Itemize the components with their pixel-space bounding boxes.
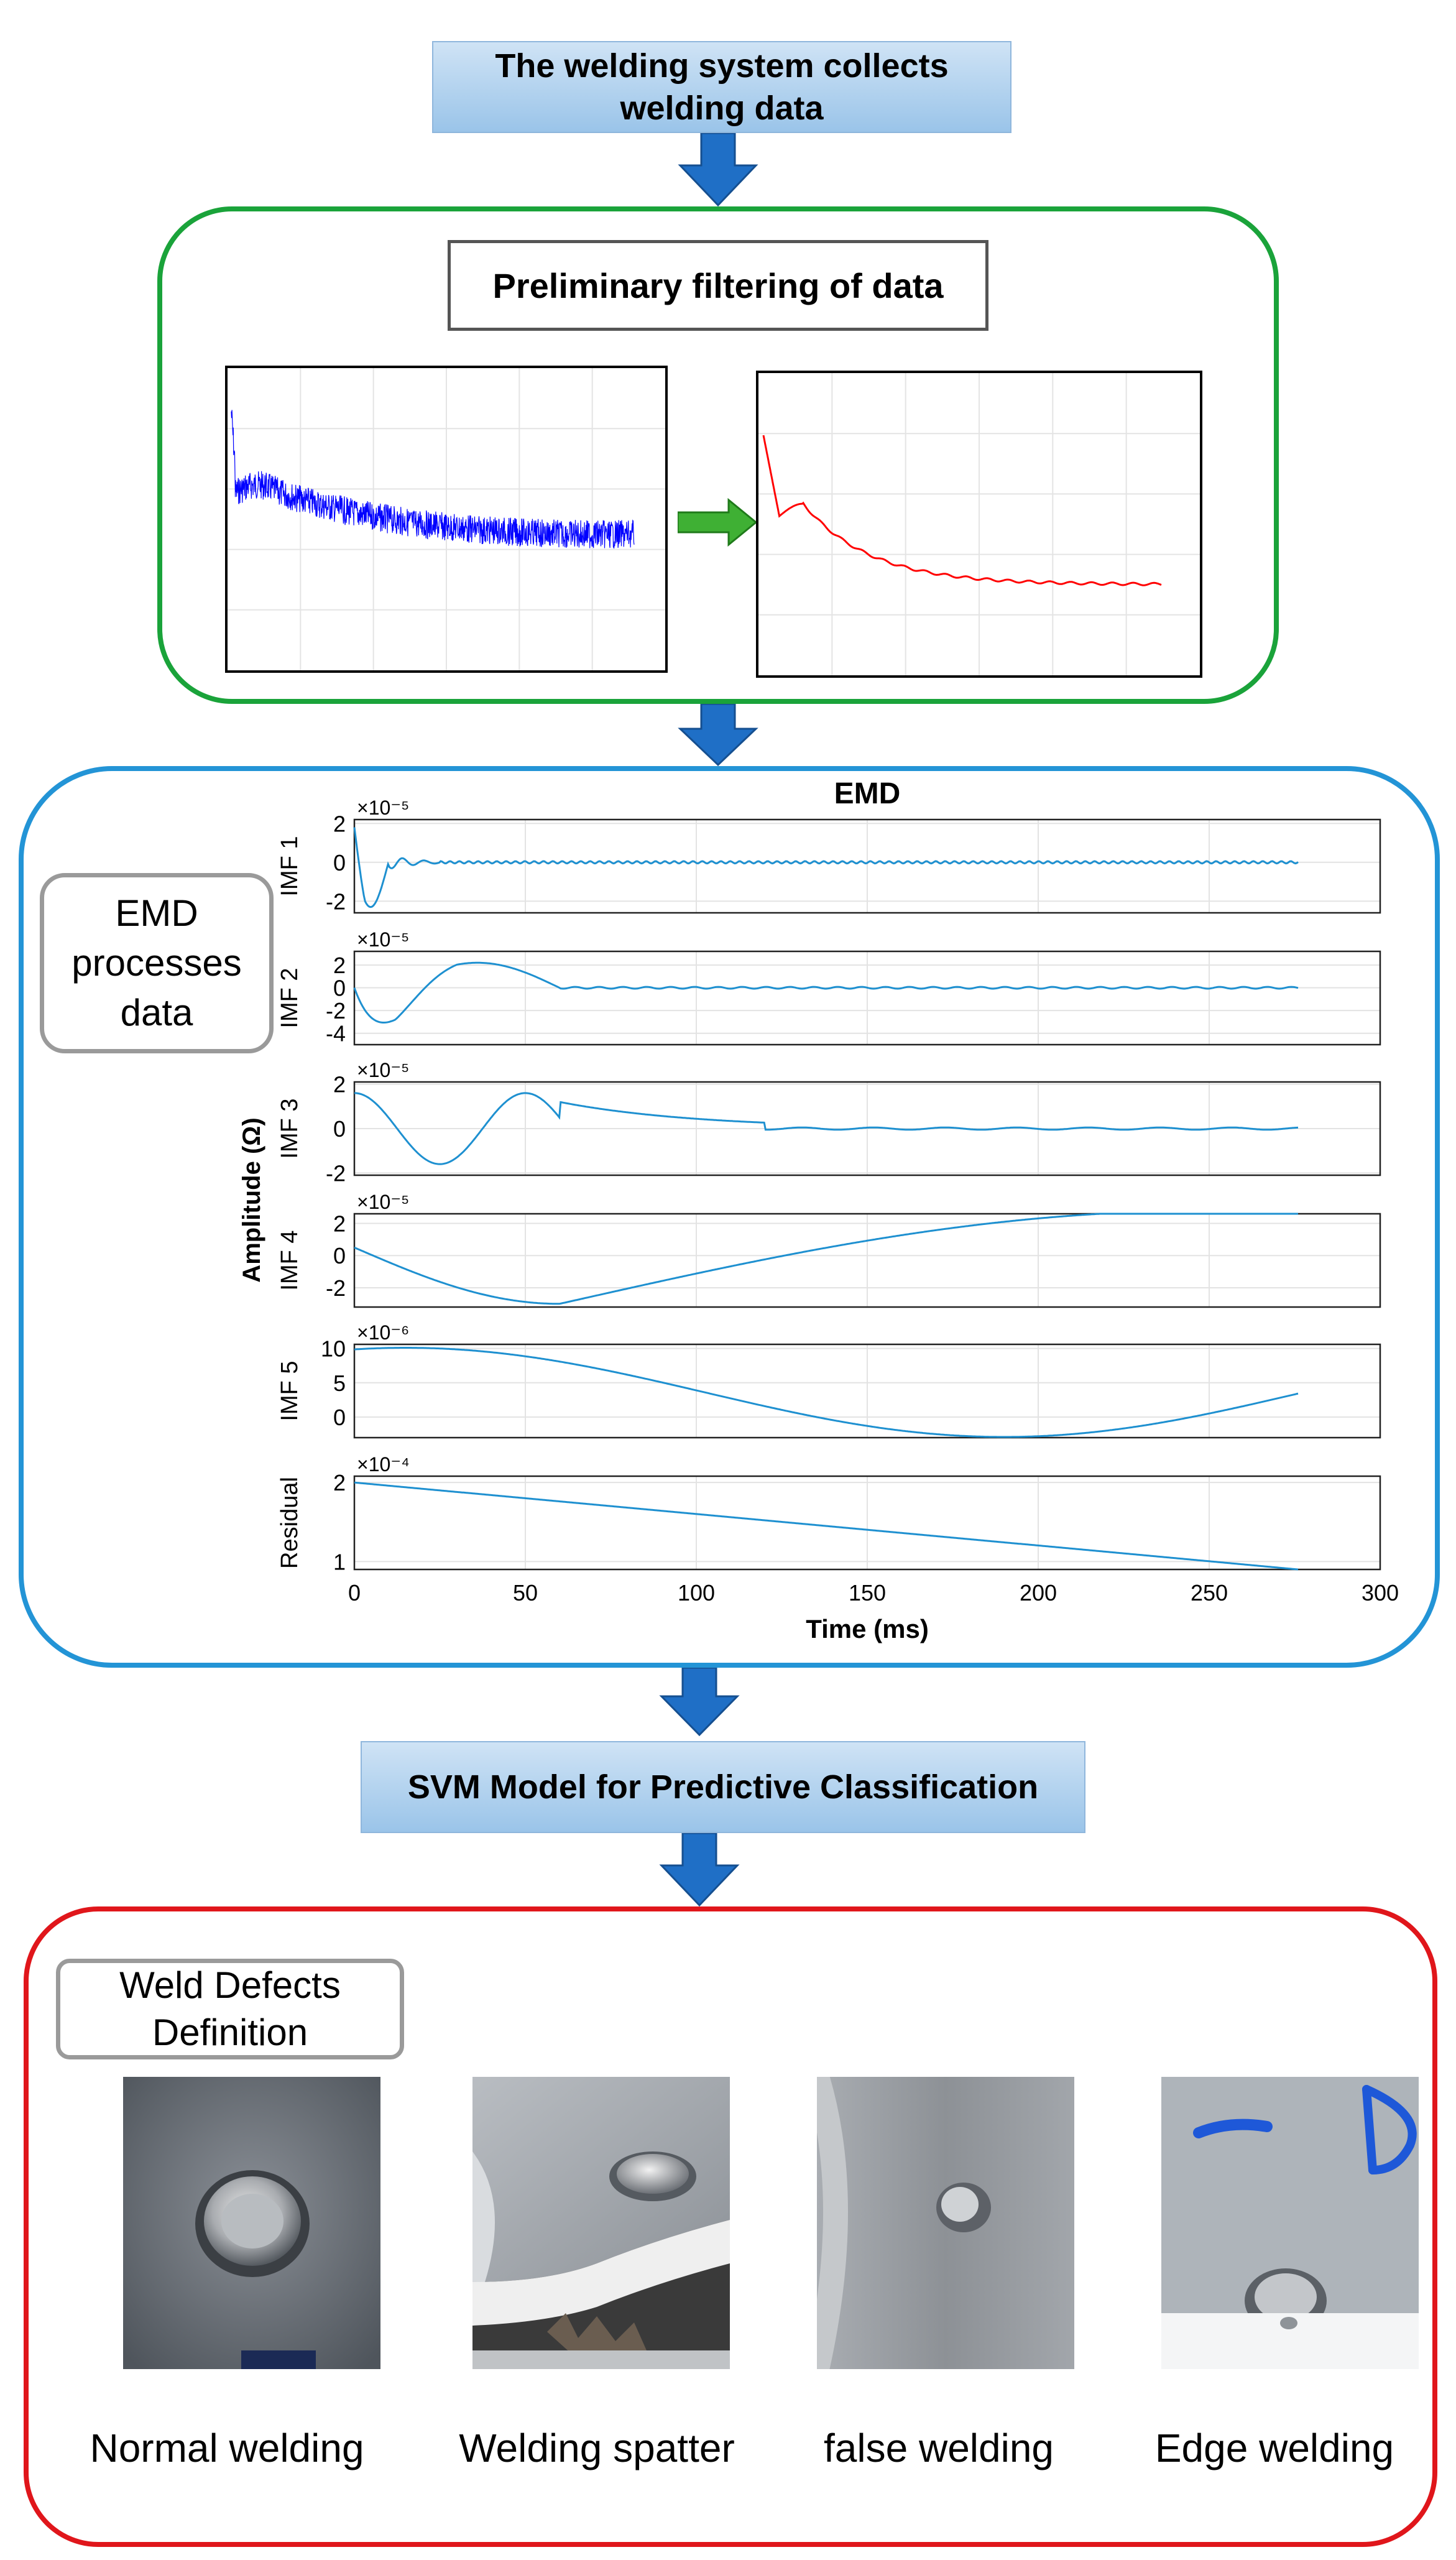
- defects-label-line1: Weld Defects: [119, 1964, 341, 2006]
- emd-exponent-label: ×10⁻⁵: [357, 797, 409, 819]
- emd-panel-label: IMF 2: [277, 968, 303, 1028]
- emd-panel-label: IMF 1: [277, 836, 303, 896]
- emd-y-tick: -2: [326, 998, 346, 1024]
- filter-section: [157, 206, 1279, 704]
- emd-panel-3: 2 0 -2 ×10⁻⁵ IMF 3: [277, 1059, 1381, 1186]
- emd-side-label: EMD processes data: [40, 873, 274, 1053]
- emd-exponent-label: ×10⁻⁵: [357, 1059, 409, 1081]
- emd-x-tick: 0: [348, 1580, 361, 1606]
- filtered-signal-svg: [758, 373, 1200, 675]
- svm-model-box: SVM Model for Predictive Classification: [361, 1741, 1085, 1833]
- caption-welding-spatter: Welding spatter: [459, 2426, 735, 2470]
- filtered-signal-plot: [756, 371, 1202, 678]
- emd-y-tick: 2: [333, 1072, 346, 1097]
- emd-series-line: [353, 961, 1299, 1024]
- emd-x-tick: 300: [1362, 1580, 1399, 1606]
- emd-panel-label: IMF 3: [277, 1098, 303, 1158]
- flow-arrow-4-icon: [659, 1833, 740, 1906]
- emd-series-line: [353, 827, 1299, 908]
- emd-exponent-label: ×10⁻⁵: [357, 1191, 409, 1213]
- raw-signal-line: [231, 410, 635, 549]
- caption-normal-welding: Normal welding: [90, 2426, 364, 2470]
- emd-series-line: [354, 1347, 1299, 1438]
- caption-false-welding: false welding: [824, 2426, 1054, 2470]
- emd-y-tick: 2: [333, 1211, 346, 1237]
- emd-exponent-label: ×10⁻⁵: [357, 928, 409, 951]
- emd-y-tick: 0: [333, 1243, 346, 1268]
- emd-y-tick: -2: [326, 889, 346, 914]
- emd-panel-5: 10 5 0 ×10⁻⁶ IMF 5: [277, 1321, 1381, 1439]
- emd-y-tick: -4: [326, 1021, 346, 1047]
- emd-panel-4: 2 0 -2 ×10⁻⁵ IMF 4: [277, 1191, 1381, 1308]
- collect-data-box: The welding system collects welding data: [432, 41, 1011, 133]
- emd-x-tick: 150: [849, 1580, 886, 1606]
- normal-welding-photo: [123, 2077, 380, 2369]
- welding-spatter-photo: [472, 2077, 730, 2369]
- emd-panel-6: 2 1 ×10⁻⁴ Residual: [277, 1453, 1381, 1574]
- emd-panel-label: Residual: [277, 1477, 303, 1569]
- defects-section: [24, 1906, 1437, 2547]
- emd-x-tick: 200: [1020, 1580, 1057, 1606]
- emd-side-line3: data: [120, 992, 193, 1033]
- emd-y-tick: -2: [326, 1275, 346, 1301]
- emd-panel-1: 2 0 -2 ×10⁻⁵ IMF 1: [277, 797, 1381, 914]
- defects-label-line2: Definition: [152, 2012, 308, 2053]
- emd-y-tick: 0: [333, 850, 346, 876]
- emd-y-tick: 0: [333, 1116, 346, 1142]
- filter-title-box: Preliminary filtering of data: [448, 240, 988, 331]
- svm-model-text: SVM Model for Predictive Classification: [407, 1768, 1039, 1806]
- emd-x-tick: 250: [1191, 1580, 1228, 1606]
- caption-edge-welding: Edge welding: [1154, 2426, 1394, 2470]
- raw-signal-plot: [225, 366, 668, 673]
- emd-exponent-label: ×10⁻⁴: [357, 1453, 410, 1476]
- emd-exponent-label: ×10⁻⁶: [357, 1321, 409, 1344]
- emd-y-tick: 2: [333, 953, 346, 978]
- emd-panel-label: IMF 4: [277, 1230, 303, 1290]
- emd-y-tick: 5: [333, 1370, 346, 1396]
- emd-y-tick: 2: [333, 1470, 346, 1495]
- emd-y-tick: 0: [333, 976, 346, 1001]
- emd-x-tick: 50: [513, 1580, 538, 1606]
- emd-y-tick: 10: [321, 1336, 346, 1362]
- emd-x-tick: 100: [678, 1580, 715, 1606]
- emd-title: EMD: [834, 777, 901, 810]
- emd-series-line: [354, 1092, 1299, 1165]
- emd-side-line2: processes: [71, 942, 242, 984]
- false-welding-photo: [817, 2077, 1074, 2369]
- emd-y-tick: 1: [333, 1549, 346, 1574]
- filter-arrow-icon: [678, 497, 758, 547]
- emd-y-tick: 0: [333, 1405, 346, 1430]
- flow-arrow-1-icon: [678, 133, 758, 206]
- emd-series-line: [354, 1481, 1299, 1571]
- emd-y-tick: 2: [333, 811, 346, 836]
- defects-label-box: Weld Defects Definition: [56, 1959, 404, 2059]
- emd-panel-label: IMF 5: [277, 1361, 303, 1421]
- collect-data-line2: welding data: [620, 90, 824, 127]
- emd-series-line: [354, 1213, 1298, 1305]
- emd-panel-2: 20-2-4 ×10⁻⁵ IMF 2: [277, 928, 1381, 1047]
- flow-arrow-2-icon: [678, 704, 758, 766]
- collect-data-line1: The welding system collects: [495, 47, 949, 85]
- emd-section: [19, 766, 1440, 1668]
- filter-title: Preliminary filtering of data: [492, 266, 944, 305]
- filtered-signal-line: [762, 435, 1162, 586]
- emd-y-tick: -2: [326, 1160, 346, 1186]
- edge-welding-photo: [1161, 2077, 1419, 2369]
- emd-side-line1: EMD: [115, 892, 198, 934]
- flow-arrow-3-icon: [659, 1668, 740, 1736]
- emd-x-axis-label: Time (ms): [806, 1614, 929, 1643]
- emd-y-axis-label: Amplitude (Ω): [238, 1117, 265, 1282]
- raw-signal-svg: [228, 368, 665, 670]
